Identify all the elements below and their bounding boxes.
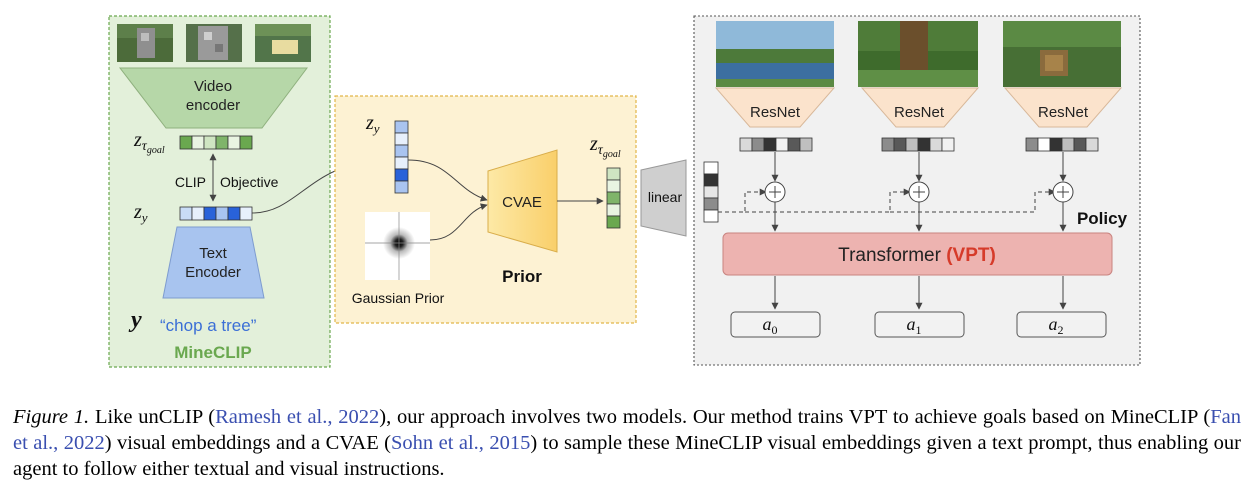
transformer-label: Transformer (VPT) bbox=[838, 245, 996, 266]
mineclip-panel: Video encoder zτgoal CLIP Objective zy bbox=[108, 15, 331, 368]
policy-column-1: ResNet a0 bbox=[714, 21, 836, 338]
clip-label: CLIP bbox=[175, 174, 206, 190]
caption-part-7: ) to sample these MineCLIP visual embedd… bbox=[13, 432, 1241, 480]
prior-title: Prior bbox=[502, 267, 542, 286]
gaussian-prior-image bbox=[365, 212, 430, 280]
z-tau-goal-label: zτgoal bbox=[133, 129, 165, 156]
objective-label: Objective bbox=[220, 174, 279, 190]
linear-projection: linear bbox=[640, 159, 687, 237]
figure-caption: Figure 1. Like unCLIP (Ramesh et al., 20… bbox=[13, 404, 1241, 482]
video-encoder-label-1: Video bbox=[194, 78, 232, 95]
citation-ramesh[interactable]: Ramesh et al., 2022 bbox=[215, 406, 380, 428]
video-encoder-label-2: encoder bbox=[186, 97, 240, 114]
caption-part-1: Like unCLIP ( bbox=[89, 406, 216, 428]
transformer-block bbox=[722, 232, 1113, 276]
resnet-label-1: ResNet bbox=[750, 104, 801, 121]
architecture-diagram: Video encoder zτgoal CLIP Objective zy bbox=[108, 15, 1141, 368]
text-encoder-label-2: Encoder bbox=[185, 264, 241, 281]
citation-fan[interactable]: Fan et al., 2022 bbox=[13, 406, 1241, 454]
gaussian-prior-label: Gaussian Prior bbox=[352, 290, 445, 306]
prior-z-y-label: zy bbox=[365, 112, 380, 136]
z-y-vector bbox=[179, 206, 253, 221]
text-prompt: “chop a tree” bbox=[160, 316, 257, 335]
goal-embedding-vector bbox=[703, 161, 719, 223]
action-label-3: a2 bbox=[1049, 314, 1064, 337]
mineclip-title: MineCLIP bbox=[174, 343, 251, 362]
video-encoder bbox=[118, 67, 308, 129]
action-box-1 bbox=[730, 311, 821, 338]
prior-z-tau-goal-vector bbox=[606, 167, 621, 229]
prior-z-y-vector bbox=[394, 120, 409, 194]
citation-sohn[interactable]: Sohn et al., 2015 bbox=[391, 432, 531, 454]
prior-panel: zy Gaussian Prior CVAE Prior zτgoal bbox=[334, 95, 637, 324]
cvae-label: CVAE bbox=[502, 194, 542, 211]
policy-title: Policy bbox=[1077, 209, 1128, 228]
policy-column-3: ResNet a2 bbox=[1003, 21, 1123, 338]
z-y-label: zy bbox=[133, 201, 148, 225]
resnet-label-2: ResNet bbox=[894, 104, 945, 121]
cvae-block bbox=[487, 149, 558, 253]
text-encoder-label-1: Text bbox=[199, 245, 227, 262]
action-label-1: a0 bbox=[763, 314, 778, 337]
caption-part-3: ), our approach involves two models. Our… bbox=[379, 406, 1211, 428]
resnet-label-3: ResNet bbox=[1038, 104, 1089, 121]
prior-z-tau-goal-label: zτgoal bbox=[589, 133, 621, 160]
text-encoder bbox=[162, 226, 265, 299]
action-box-3 bbox=[1016, 311, 1107, 338]
action-box-2 bbox=[874, 311, 965, 338]
y-symbol: y bbox=[128, 307, 142, 333]
linear-label: linear bbox=[648, 189, 683, 205]
action-label-2: a1 bbox=[907, 314, 922, 337]
video-frames bbox=[117, 24, 311, 62]
figure-label: Figure 1. bbox=[13, 406, 90, 428]
policy-panel: ResNet a0 ResNet bbox=[693, 15, 1141, 366]
policy-column-2: ResNet a1 bbox=[858, 21, 980, 338]
caption-part-5: ) visual embeddings and a CVAE ( bbox=[104, 432, 392, 454]
z-tau-goal-vector bbox=[179, 135, 253, 150]
